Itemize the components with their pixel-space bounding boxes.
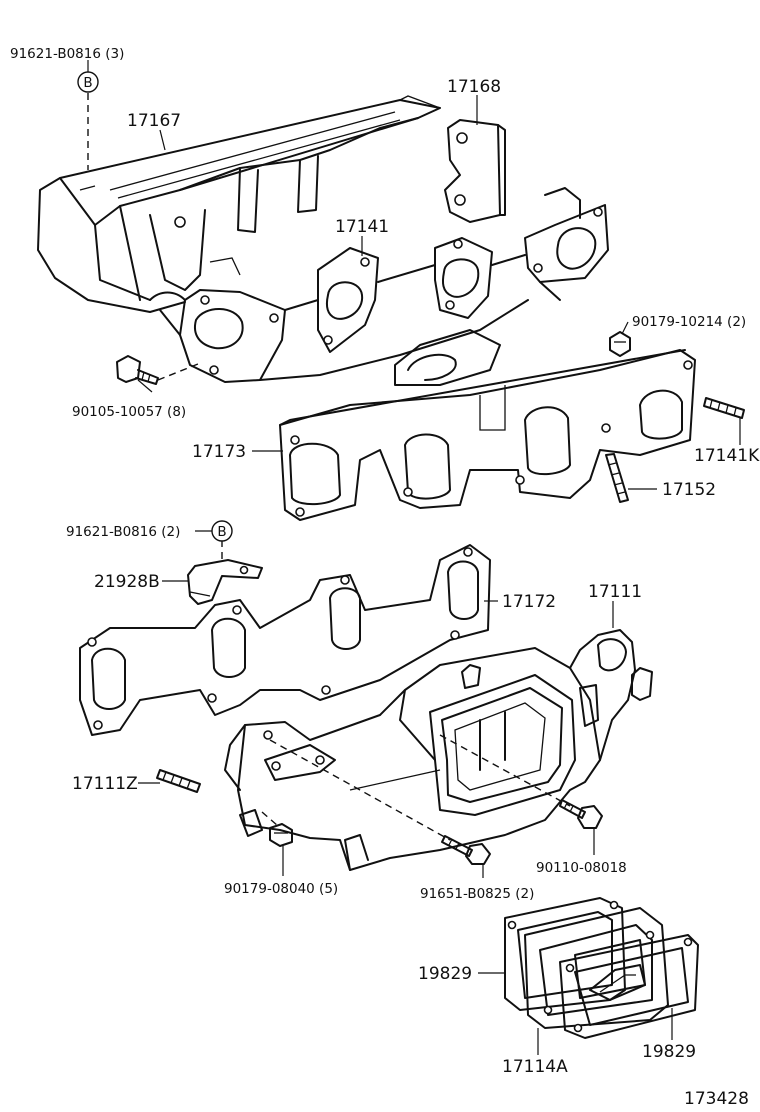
callout-b-lower-text: B xyxy=(217,524,226,540)
gasket-19829-right xyxy=(559,934,699,1039)
label-intake-manifold-17111: 17111 xyxy=(588,582,642,602)
label-bolt-90110-08018: 90110-08018 xyxy=(536,860,627,876)
dash-bolt-8 xyxy=(157,363,199,381)
callout-b-upper: B xyxy=(77,71,99,93)
dash-manifold-bolt-right xyxy=(439,734,571,807)
dash-manifold-bolt-left xyxy=(269,739,451,841)
label-stud-17141k: 17141K xyxy=(694,446,760,466)
label-nut-90179-10214: 90179-10214 (2) xyxy=(632,314,746,330)
callout-b-upper-text: B xyxy=(83,75,92,91)
bolt-90105-10057 xyxy=(116,355,159,385)
label-gasket-19829-left: 19829 xyxy=(418,964,472,984)
gasket-19829-left xyxy=(504,897,626,1011)
callout-b-lower: B xyxy=(211,520,233,542)
label-clamp-21928b: 21928B xyxy=(94,572,160,592)
label-bolt-90105-10057: 90105-10057 (8) xyxy=(72,404,186,420)
label-gasket-19829-right: 19829 xyxy=(642,1042,696,1062)
gasket-17172 xyxy=(79,544,491,736)
bolt-91651-b0825 xyxy=(441,835,491,865)
label-gasket-17172: 17172 xyxy=(502,592,556,612)
bracket-17168 xyxy=(444,119,506,223)
label-stud-17111z: 17111Z xyxy=(72,774,138,794)
gasket-17173 xyxy=(279,349,696,521)
stud-17152 xyxy=(605,453,629,503)
stud-17111z xyxy=(156,769,201,793)
label-gasket-17173: 17173 xyxy=(192,442,246,462)
exhaust-manifold-17141 xyxy=(149,187,609,386)
clamp-21928b xyxy=(187,559,263,605)
label-stud-17152: 17152 xyxy=(662,480,716,500)
label-nut-90179-08040: 90179-08040 (5) xyxy=(224,881,338,897)
label-bolt-b-2: 91621-B0816 (2) xyxy=(66,524,180,540)
leader-lines xyxy=(87,60,741,1055)
label-heat-insulator-17167: 17167 xyxy=(127,111,181,131)
diagram-number: 173428 xyxy=(684,1089,749,1109)
heat-insulator-17167 xyxy=(37,95,441,313)
stud-17141k xyxy=(703,397,745,419)
label-exhaust-manifold-17141: 17141 xyxy=(335,217,389,237)
label-bolt-b-3: 91621-B0816 (3) xyxy=(10,46,124,62)
label-bolt-91651-b0825: 91651-B0825 (2) xyxy=(420,886,534,902)
dash-nut-5 xyxy=(261,811,279,827)
label-bracket-17168: 17168 xyxy=(447,77,501,97)
nut-90179-08040 xyxy=(269,823,293,847)
label-adapter-17114a: 17114A xyxy=(502,1057,568,1077)
nut-90179-10214 xyxy=(609,331,631,357)
intake-manifold-17111 xyxy=(224,629,653,871)
